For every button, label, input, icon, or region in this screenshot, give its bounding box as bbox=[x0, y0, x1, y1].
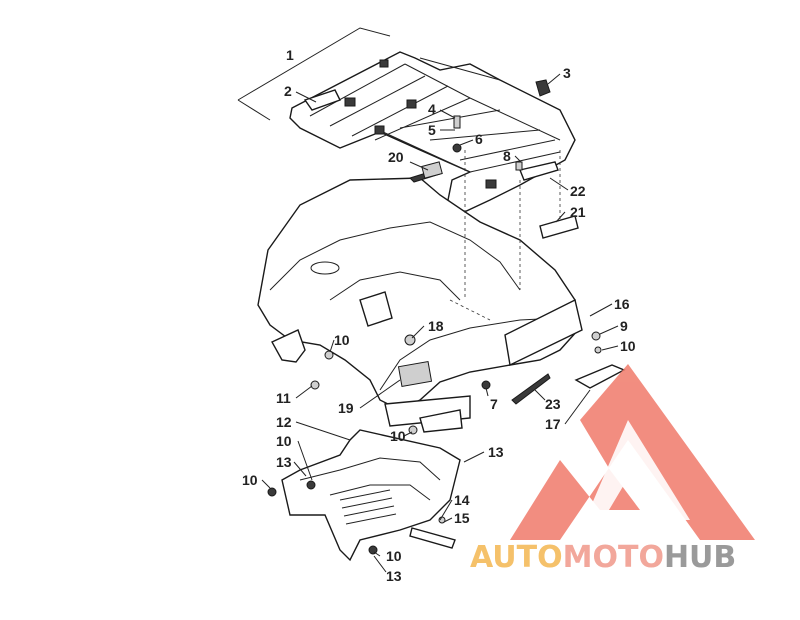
callout-13: 13 bbox=[276, 454, 292, 470]
footwell-treads bbox=[339, 489, 397, 525]
footwell bbox=[267, 350, 461, 562]
callout-11: 11 bbox=[276, 390, 291, 406]
callout-20: 20 bbox=[388, 149, 404, 165]
automotohub-logo bbox=[510, 364, 755, 540]
callout-2: 2 bbox=[284, 83, 292, 99]
callout-5: 5 bbox=[428, 122, 436, 138]
rear-fender bbox=[257, 161, 579, 433]
callout-3: 3 bbox=[563, 65, 571, 81]
callout-4: 4 bbox=[428, 101, 436, 117]
callout-1: 1 bbox=[286, 47, 294, 63]
callout-10: 10 bbox=[276, 433, 292, 449]
callout-9: 9 bbox=[620, 318, 628, 334]
callout-19: 19 bbox=[338, 400, 354, 416]
rear-rack bbox=[237, 27, 576, 215]
callouts: 1 2 3 4 5 6 8 20 22 21 16 9 10 18 10 11 … bbox=[242, 47, 636, 584]
callout-6: 6 bbox=[475, 131, 483, 147]
callout-23: 23 bbox=[545, 396, 561, 412]
callout-15: 15 bbox=[454, 510, 470, 526]
callout-12: 12 bbox=[276, 414, 292, 430]
callout-13: 13 bbox=[488, 444, 504, 460]
callout-8: 8 bbox=[503, 148, 511, 164]
callout-10: 10 bbox=[334, 332, 350, 348]
callout-7: 7 bbox=[490, 396, 498, 412]
callout-22: 22 bbox=[570, 183, 586, 199]
logo-triangle-mark bbox=[510, 364, 755, 540]
callout-16: 16 bbox=[614, 296, 630, 312]
callout-21: 21 bbox=[570, 204, 586, 220]
leader-lines bbox=[261, 73, 619, 573]
callout-17: 17 bbox=[545, 416, 561, 432]
callout-18: 18 bbox=[428, 318, 444, 334]
callout-10: 10 bbox=[390, 428, 406, 444]
callout-10: 10 bbox=[386, 548, 402, 564]
callout-10: 10 bbox=[620, 338, 636, 354]
callout-14: 14 bbox=[454, 492, 470, 508]
logo-text-auto: AUTO bbox=[470, 540, 563, 575]
logo-text-moto: MOTO bbox=[563, 540, 664, 575]
callout-13: 13 bbox=[386, 568, 402, 584]
side-parts bbox=[449, 150, 626, 405]
callout-10: 10 bbox=[242, 472, 258, 488]
logo-text: AUTOMOTOHUB bbox=[470, 540, 736, 575]
logo-text-hub: HUB bbox=[664, 540, 736, 575]
